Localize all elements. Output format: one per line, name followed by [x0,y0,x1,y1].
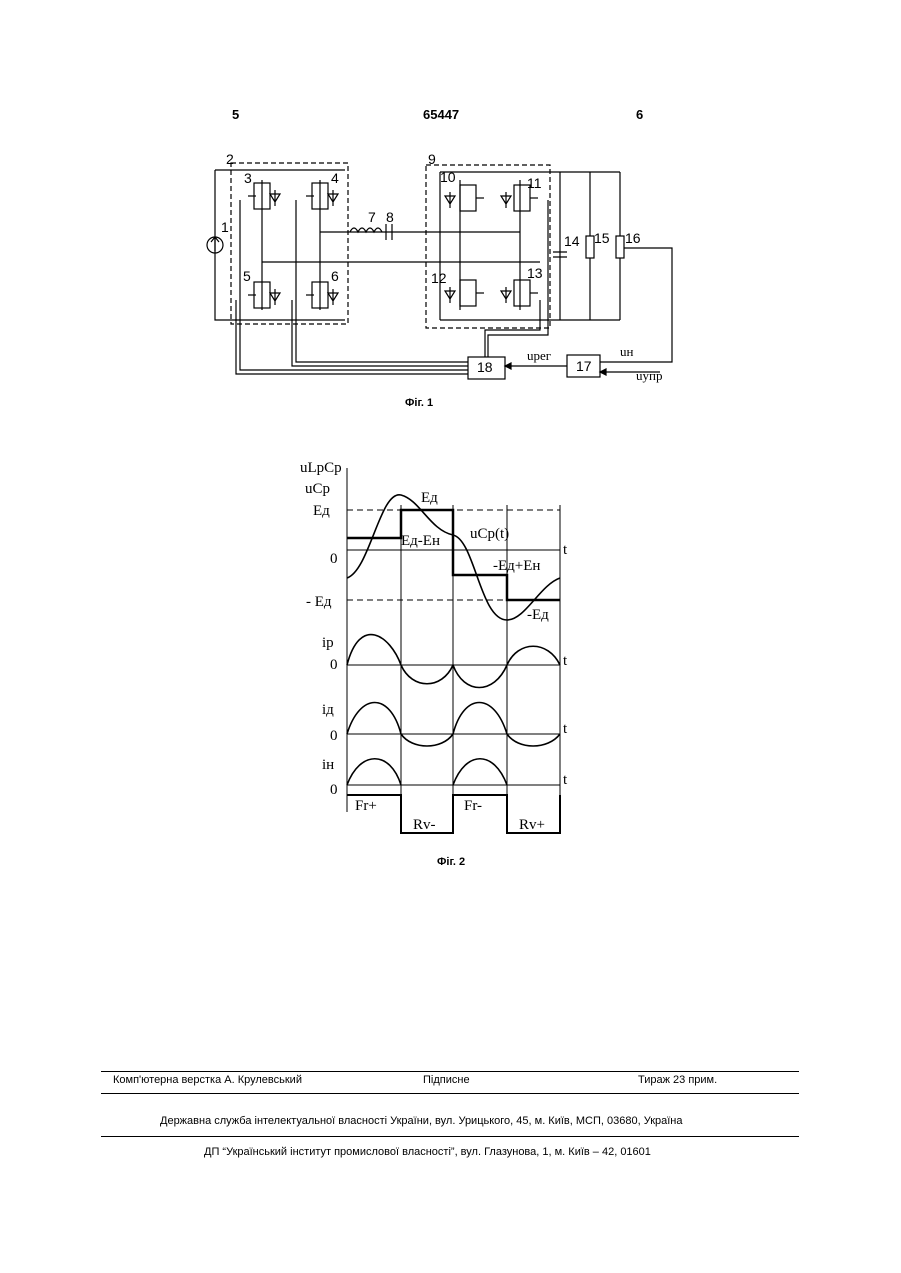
fig2-t-1: t [563,542,568,558]
in-curve [347,759,507,785]
footer-rule-1 [101,1071,799,1072]
fig2-in-zero: 0 [330,782,338,798]
fig2-ed-minus-en: Eд-Eн [401,533,440,549]
fig2-caption: Фіг. 2 [437,856,465,868]
switch-3 [248,183,280,209]
label-18: 18 [477,359,493,375]
fig2-y-title-2: uCp [305,481,330,497]
fig2-level-ed: Eд [313,503,330,519]
fig2-in-label: iн [322,757,334,773]
footer-layout: Комп'ютерна верстка А. Крулевський [113,1074,302,1086]
label-9: 9 [428,151,436,167]
label-15: 15 [594,230,610,246]
switch-5 [248,282,280,308]
fig2-level-minus-ed: - Eд [306,594,332,610]
fig2-id-label: iд [322,702,334,718]
fig1-circuit-diagram: 2 3 4 5 6 1 7 8 9 10 11 12 13 14 15 16 1… [0,0,901,420]
fig2-mode-fr-plus: Fr+ [355,798,377,814]
fig2-t-2: t [563,653,568,669]
fig2-ip-zero: 0 [330,657,338,673]
label-u-reg: uрег [527,348,551,363]
fig2-ed-top: Eд [421,490,438,506]
fig2-mode-rv-minus: Rv- [413,817,436,833]
switch-12 [445,280,484,306]
label-7: 7 [368,209,376,225]
label-2: 2 [226,151,234,167]
fig2-minus-ed-plus-en: -Eд+Eн [493,558,540,574]
footer-circulation: Тираж 23 прим. [638,1074,717,1086]
switch-10 [445,185,484,211]
label-13: 13 [527,265,543,281]
footer-service: Державна служба інтелектуальної власност… [160,1115,683,1127]
label-1: 1 [221,219,229,235]
fig2-mode-fr-minus: Fr- [464,798,482,814]
footer-signed: Підписне [423,1074,470,1086]
label-5: 5 [243,268,251,284]
switch-6 [306,282,338,308]
resistor-16 [616,236,624,258]
fig2-timing-diagram: uLpCp uCp Eд 0 - Eд t Eд Eд-Eн uCp(t) -E… [0,450,901,850]
label-u-n: uн [620,344,634,359]
label-8: 8 [386,209,394,225]
resistor-15 [586,236,594,258]
label-3: 3 [244,170,252,186]
label-11: 11 [527,175,542,191]
fig2-y-title-1: uLpCp [300,460,342,476]
label-17: 17 [576,358,592,374]
bridge-2-box [231,163,348,324]
fig2-ip-label: ip [322,635,334,651]
fig2-minus-ed-right: -Eд [527,607,549,623]
fig2-level-zero: 0 [330,551,338,567]
footer-institute: ДП “Український інститут промислової вла… [204,1146,651,1158]
label-u-upr: uупр [636,368,662,383]
fig2-mode-rv-plus: Rv+ [519,817,545,833]
label-14: 14 [564,233,580,249]
label-4: 4 [331,170,339,186]
label-10: 10 [440,169,456,185]
footer-rule-2 [101,1093,799,1094]
fig1-caption: Фіг. 1 [405,397,433,409]
fig2-t-4: t [563,772,568,788]
label-6: 6 [331,268,339,284]
feedback-line [600,248,672,362]
fig2-t-3: t [563,721,568,737]
fig2-id-zero: 0 [330,728,338,744]
label-12: 12 [431,270,447,286]
fig2-ucp-t: uCp(t) [470,526,509,542]
switch-4 [306,183,338,209]
label-16: 16 [625,230,641,246]
footer-rule-3 [101,1136,799,1137]
